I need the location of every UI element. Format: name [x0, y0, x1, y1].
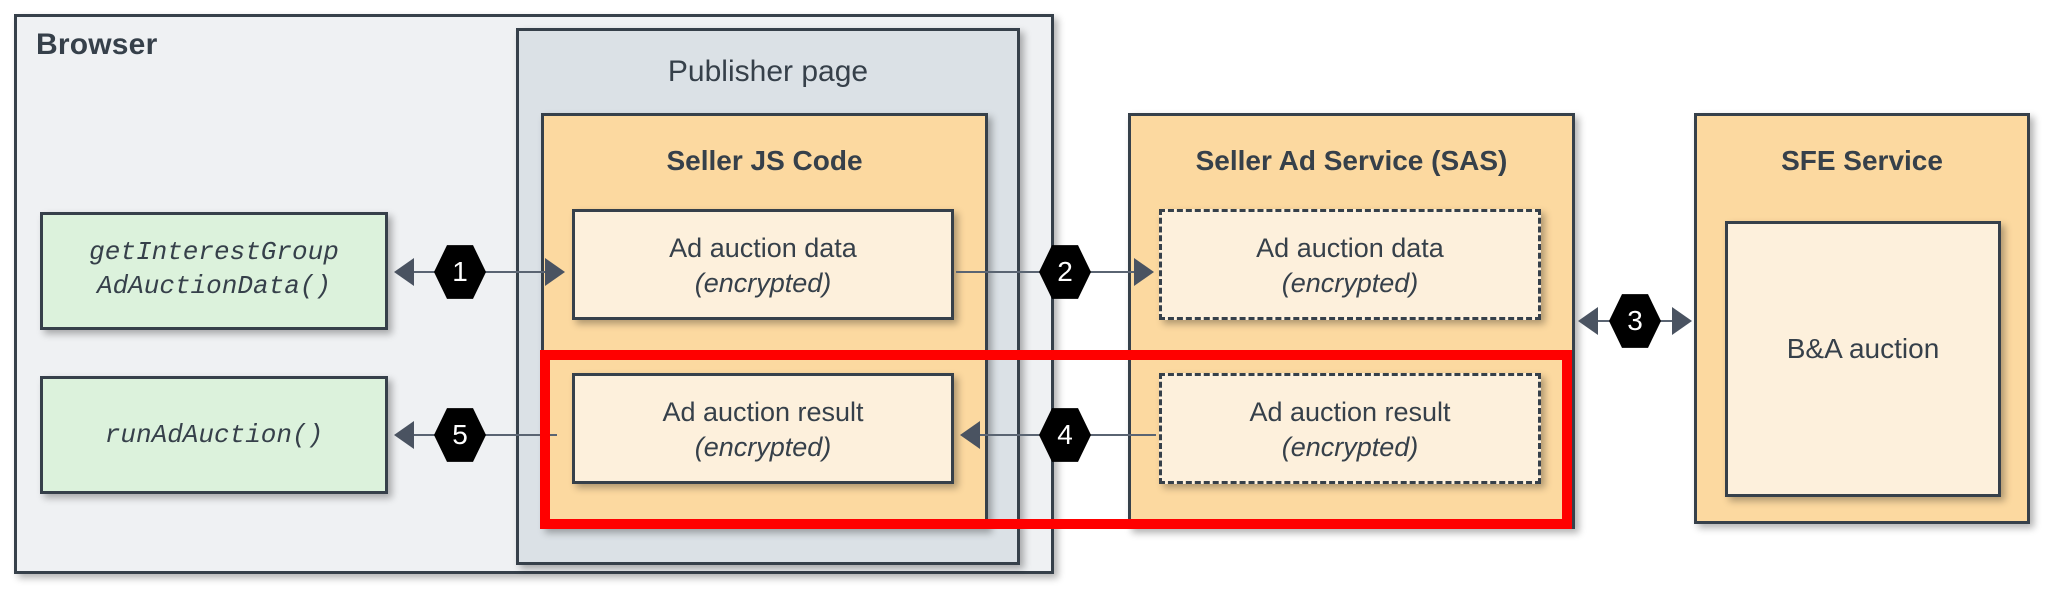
b-and-a-auction-label: B&A auction	[1786, 333, 1940, 364]
data-subtitle: (encrypted)	[694, 268, 832, 298]
seller-js-code-title: Seller JS Code	[666, 145, 863, 176]
sas-ad-auction-result-label: Ad auction result (encrypted)	[1159, 395, 1541, 465]
seller-ad-service-title: Seller Ad Service (SAS)	[1195, 145, 1508, 176]
run-ad-auction-label: runAdAuction()	[104, 420, 324, 450]
data-title: Ad auction data	[1256, 233, 1444, 263]
data-subtitle: (encrypted)	[1281, 268, 1419, 298]
api-line-2: AdAuctionData()	[96, 271, 332, 301]
data-title: Ad auction result	[662, 397, 864, 427]
data-subtitle: (encrypted)	[694, 432, 832, 462]
sas-ad-auction-result-box	[1159, 373, 1541, 484]
connector-4-arrowhead-left	[960, 421, 980, 449]
data-subtitle: (encrypted)	[1281, 432, 1419, 462]
connector-3-arrowhead-right	[1672, 307, 1692, 335]
seller-js-ad-auction-data-box	[572, 209, 954, 320]
seller-js-ad-auction-result-label: Ad auction result (encrypted)	[572, 395, 954, 465]
browser-title: Browser	[36, 28, 158, 61]
sas-ad-auction-data-box	[1159, 209, 1541, 320]
publisher-page-title: Publisher page	[667, 55, 869, 88]
api-line-1: getInterestGroup	[89, 237, 339, 267]
get-interest-group-ad-auction-data-box	[40, 212, 388, 330]
seller-js-ad-auction-result-box	[572, 373, 954, 484]
get-interest-group-ad-auction-data-label: getInterestGroup AdAuctionData()	[40, 235, 388, 303]
connector-1-arrowhead-left	[394, 258, 414, 286]
data-title: Ad auction data	[669, 233, 857, 263]
b-and-a-auction-box	[1725, 221, 2001, 497]
sas-ad-auction-data-label: Ad auction data (encrypted)	[1159, 231, 1541, 301]
sfe-service-title: SFE Service	[1781, 145, 1943, 176]
connector-1-arrowhead-right	[545, 258, 565, 286]
connector-3-arrowhead-left	[1578, 307, 1598, 335]
run-ad-auction-box	[40, 376, 388, 494]
seller-js-ad-auction-data-label: Ad auction data (encrypted)	[572, 231, 954, 301]
step-badge-3: 3	[1609, 294, 1661, 348]
connector-5-arrowhead-left	[394, 421, 414, 449]
data-title: Ad auction result	[1249, 397, 1451, 427]
connector-2-arrowhead-right	[1134, 258, 1154, 286]
